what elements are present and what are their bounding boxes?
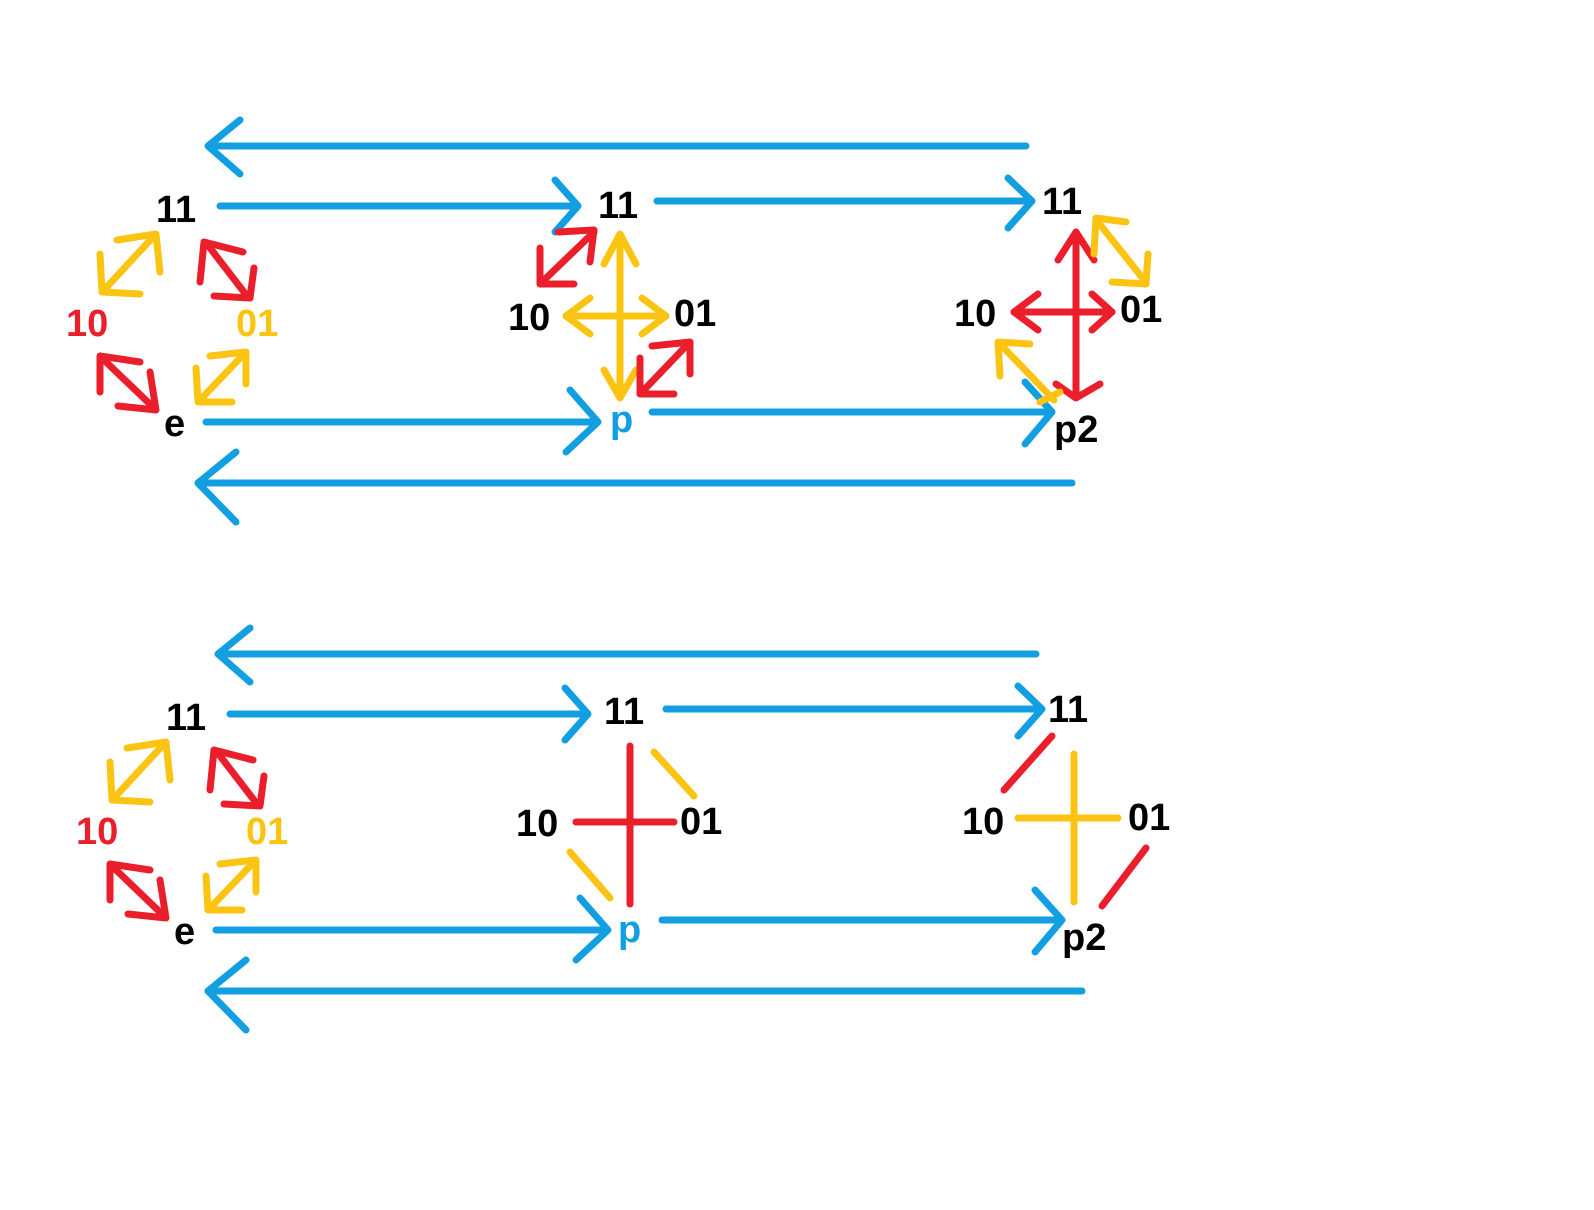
blue-return-arrow-bottom	[194, 448, 1076, 526]
blue-return-arrow-top	[204, 116, 1030, 178]
blue-arrow-p-to-p2	[648, 378, 1056, 448]
bottom-left-cycle	[106, 738, 268, 922]
bottom-left-node-01: 01	[246, 811, 288, 853]
top-mid-node-11: 11	[598, 185, 638, 227]
bottom-right-node-01: 01	[1128, 797, 1170, 839]
blue-arrow-p-to-p2	[658, 886, 1066, 956]
blue-arrow-e-to-p	[202, 386, 602, 456]
top-right-cross	[994, 214, 1152, 406]
bottom-mid-node-10: 10	[516, 803, 558, 845]
bottom-left-node-11: 11	[166, 697, 206, 739]
blue-return-arrow-top	[214, 624, 1040, 686]
bottom-mid-node-p: p	[618, 909, 641, 951]
blue-return-arrow-bottom	[204, 956, 1086, 1034]
bottom-mid-node-01: 01	[680, 801, 722, 843]
top-left-node-10: 10	[66, 303, 108, 345]
top-left-node-e: e	[164, 403, 185, 445]
top-right-node-11: 11	[1042, 181, 1082, 223]
top-left-node-01: 01	[236, 303, 278, 345]
bottom-right-node-11: 11	[1048, 689, 1088, 731]
top-mid-node-10: 10	[508, 297, 550, 339]
top-mid-node-01: 01	[674, 293, 716, 335]
bottom-mid-cross	[566, 742, 698, 908]
bottom-mid-node-11: 11	[604, 691, 644, 733]
blue-arrow-11-left-to-mid	[216, 176, 582, 236]
top-diagram: 11 10 01 e 11 10 01 p	[66, 116, 1162, 526]
bottom-diagram: 11 10 01 e 11 10 01 p 11 10 01 p2	[76, 624, 1170, 1034]
blue-arrow-e-to-p	[212, 894, 612, 964]
bottom-right-node-10: 10	[962, 801, 1004, 843]
top-right-node-10: 10	[954, 293, 996, 335]
top-mid-node-p: p	[610, 399, 633, 441]
bottom-left-node-e: e	[174, 911, 195, 953]
top-left-cycle	[96, 230, 258, 414]
blue-arrow-11-mid-to-right	[662, 682, 1046, 740]
top-mid-cross	[536, 226, 694, 402]
bottom-right-node-p2: p2	[1062, 917, 1106, 959]
blue-arrow-11-left-to-mid	[226, 684, 592, 744]
top-left-node-11: 11	[156, 189, 196, 231]
top-right-node-01: 01	[1120, 289, 1162, 331]
top-right-node-p2: p2	[1054, 409, 1098, 451]
bottom-left-node-10: 10	[76, 811, 118, 853]
blue-arrow-11-mid-to-right	[653, 174, 1036, 232]
bottom-right-cross	[1000, 732, 1150, 910]
